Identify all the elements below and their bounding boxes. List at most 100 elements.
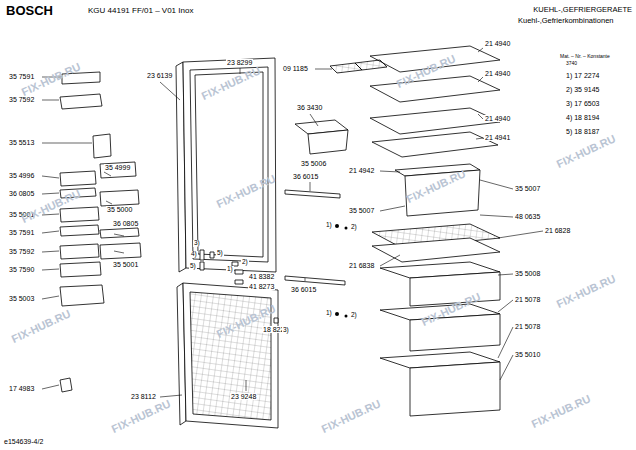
callout-number: 5)	[216, 250, 224, 257]
part-number: 36 0805	[112, 220, 139, 227]
brand-logo: BOSCH	[6, 4, 53, 17]
part-number: 21 5078	[514, 323, 541, 330]
callout-number: 1)	[325, 310, 333, 317]
door-bin	[60, 171, 96, 186]
constant-note: Mat. – Nr. – Konstante	[560, 54, 610, 59]
drawing-number: e154639-4/2	[4, 438, 43, 445]
callout-number: 3)	[282, 327, 290, 334]
part-number: 35 5006	[300, 160, 327, 167]
part-number: 48 0635	[514, 213, 541, 220]
hinge-part	[235, 270, 243, 274]
callout-number: 2)	[241, 259, 249, 266]
glass-shelf	[370, 108, 500, 134]
part-number: 41 8382	[248, 273, 275, 280]
part-number: 35 5007	[348, 207, 375, 214]
footnote-part: 5) 18 8187	[566, 128, 599, 135]
watermark: FIX-HUB.RU	[530, 393, 592, 430]
tray	[308, 130, 348, 154]
category-title: KUEHL-,GEFRIERGERAETE	[533, 6, 632, 14]
model-title: KGU 44191 FF/01 – V01 Inox	[88, 7, 193, 15]
part-number: 21 6828	[544, 227, 571, 234]
watermark: FIX-HUB.RU	[10, 308, 72, 345]
part-number: 21 6838	[348, 262, 375, 269]
door-bin	[60, 207, 99, 222]
part-number: 23 8112	[130, 393, 157, 400]
lower-door	[183, 283, 278, 428]
part-number: 35 5001	[112, 261, 139, 268]
callout-number: 1)	[226, 266, 234, 273]
clip	[60, 378, 72, 392]
part-number: 35 5010	[514, 351, 541, 358]
part-number: 21 4942	[348, 167, 375, 174]
part-number: 23 8299	[226, 59, 253, 66]
part-number: 35 5008	[514, 270, 541, 277]
part-number: 35 7591	[8, 73, 35, 80]
door-cup	[93, 134, 111, 158]
part-number: 21 4940	[484, 115, 511, 122]
hinge-pin	[200, 250, 204, 260]
door-bin	[60, 94, 102, 109]
part-number: 36 6015	[292, 173, 319, 180]
part-number: 17 4983	[8, 385, 35, 392]
part-number: 35 4999	[104, 164, 131, 171]
door-bin-rail	[100, 228, 139, 238]
footnote-part: 3) 17 6503	[566, 100, 599, 107]
watermark: FIX-HUB.RU	[110, 398, 172, 435]
part-number: 21 4941	[484, 134, 511, 141]
part-number: 35 5000	[106, 206, 133, 213]
leader-lines	[42, 48, 543, 397]
watermark: FIX-HUB.RU	[555, 133, 617, 170]
callout-number: 2)	[350, 312, 358, 319]
part-number: 35 7592	[8, 96, 35, 103]
part-number: 23 6139	[146, 72, 173, 79]
footnote-part: 1) 17 2274	[566, 72, 599, 79]
door-bin	[100, 243, 141, 259]
part-number: 35 5007	[514, 185, 541, 192]
part-number: 09 1185	[282, 65, 309, 72]
callout-number: 5)	[189, 263, 197, 270]
watermark: FIX-HUB.RU	[320, 398, 382, 435]
watermark: FIX-HUB.RU	[555, 273, 617, 310]
egg-tray	[355, 60, 387, 70]
category-subtitle: Kuehl-,Gefrierkombinationen	[518, 17, 613, 25]
glass-shelf	[370, 76, 500, 102]
door-bin	[100, 162, 136, 178]
part-number: 21 5078	[514, 296, 541, 303]
part-number: 35 7591	[8, 229, 35, 236]
part-number: 21 4940	[484, 40, 511, 47]
door-bin	[60, 244, 99, 259]
part-number: 21 4940	[484, 70, 511, 77]
handle	[285, 276, 345, 285]
part-number: 35 5513	[8, 139, 35, 146]
footnote-part: 4) 18 8194	[566, 114, 599, 121]
screws	[335, 224, 348, 318]
part-number: 36 3430	[296, 104, 323, 111]
callout-number: 2)	[350, 224, 358, 231]
crisper-shelf	[372, 238, 500, 262]
glass-shelf	[372, 132, 498, 157]
part-number: 35 4996	[8, 172, 35, 179]
hinge-pin	[200, 262, 204, 270]
footnote-part: 2) 35 9145	[566, 86, 599, 93]
upper-door	[183, 58, 276, 272]
part-number: 35 5003	[8, 295, 35, 302]
door-bin	[60, 285, 104, 306]
door-bin	[60, 225, 99, 236]
callout-number: 1)	[325, 222, 333, 229]
part-number: 23 9248	[230, 393, 257, 400]
part-number: 41 8273	[248, 283, 275, 290]
door-bin	[60, 262, 101, 277]
freezer-drawer	[410, 362, 500, 416]
hinge-part	[274, 318, 278, 323]
hinge-pin	[210, 252, 214, 258]
part-number: 36 0805	[8, 190, 35, 197]
part-number: 35 7590	[8, 266, 35, 273]
callout-number: 3)	[193, 240, 201, 247]
handle	[285, 190, 340, 198]
part-number: 36 6015	[290, 286, 317, 293]
hinge-part	[235, 280, 243, 284]
constant-value: 3740	[566, 61, 577, 66]
door-bin	[100, 190, 139, 206]
callout-number: 4)	[190, 251, 198, 258]
